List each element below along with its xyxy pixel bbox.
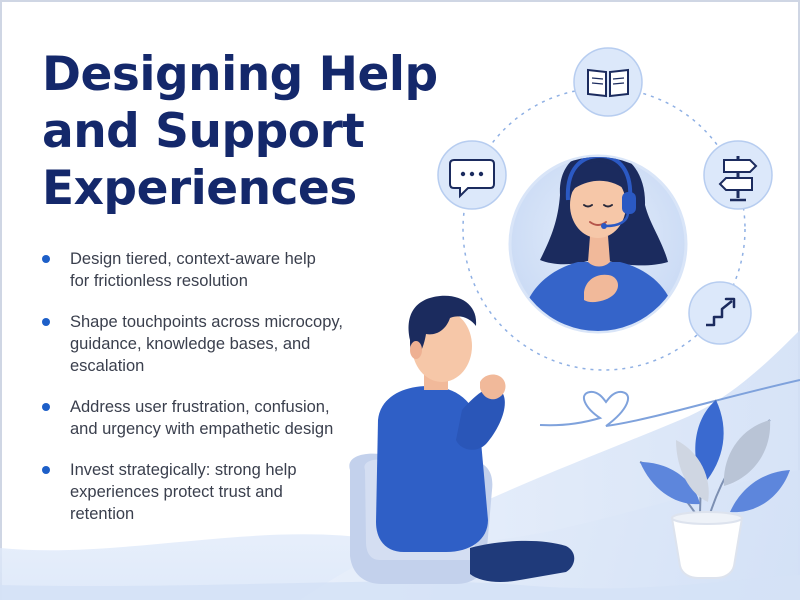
title-line-1: Designing Help (42, 47, 438, 102)
bullet-item: Invest strategically: strong help experi… (40, 459, 360, 525)
heart-icon (539, 379, 800, 427)
bullet-line: experiences protect trust and (70, 483, 283, 501)
bullet-item: Design tiered, context-aware help for fr… (40, 248, 360, 292)
title-line-2: and Support (42, 104, 365, 159)
bullet-list: Design tiered, context-aware help for fr… (40, 248, 360, 525)
bullet-line: retention (70, 505, 135, 523)
bullet-line: guidance, knowledge bases, and (70, 335, 311, 353)
plant-decoration (639, 399, 790, 579)
bullet-line: Design tiered, context-aware help (70, 250, 316, 268)
bullet-line: escalation (70, 357, 145, 375)
chat-bubble-icon (437, 140, 507, 210)
bullet-line: Address user frustration, confusion, (70, 398, 330, 416)
bullet-line: Invest strategically: strong help (70, 461, 297, 479)
bullet-item: Shape touchpoints across microcopy, guid… (40, 311, 360, 377)
bullet-line: for frictionless resolution (70, 272, 248, 290)
bullet-item: Address user frustration, confusion, and… (40, 396, 360, 440)
open-book-icon (573, 47, 643, 117)
signpost-icon (703, 140, 773, 210)
bullet-line: and urgency with empathetic design (70, 420, 334, 438)
title-line-3: Experiences (42, 161, 357, 216)
agent-portrait (508, 154, 688, 334)
user-figure (349, 295, 575, 584)
page-title: Designing Help and Support Experiences (42, 46, 462, 217)
bullet-line: Shape touchpoints across microcopy, (70, 313, 343, 331)
trend-up-icon (688, 281, 752, 345)
